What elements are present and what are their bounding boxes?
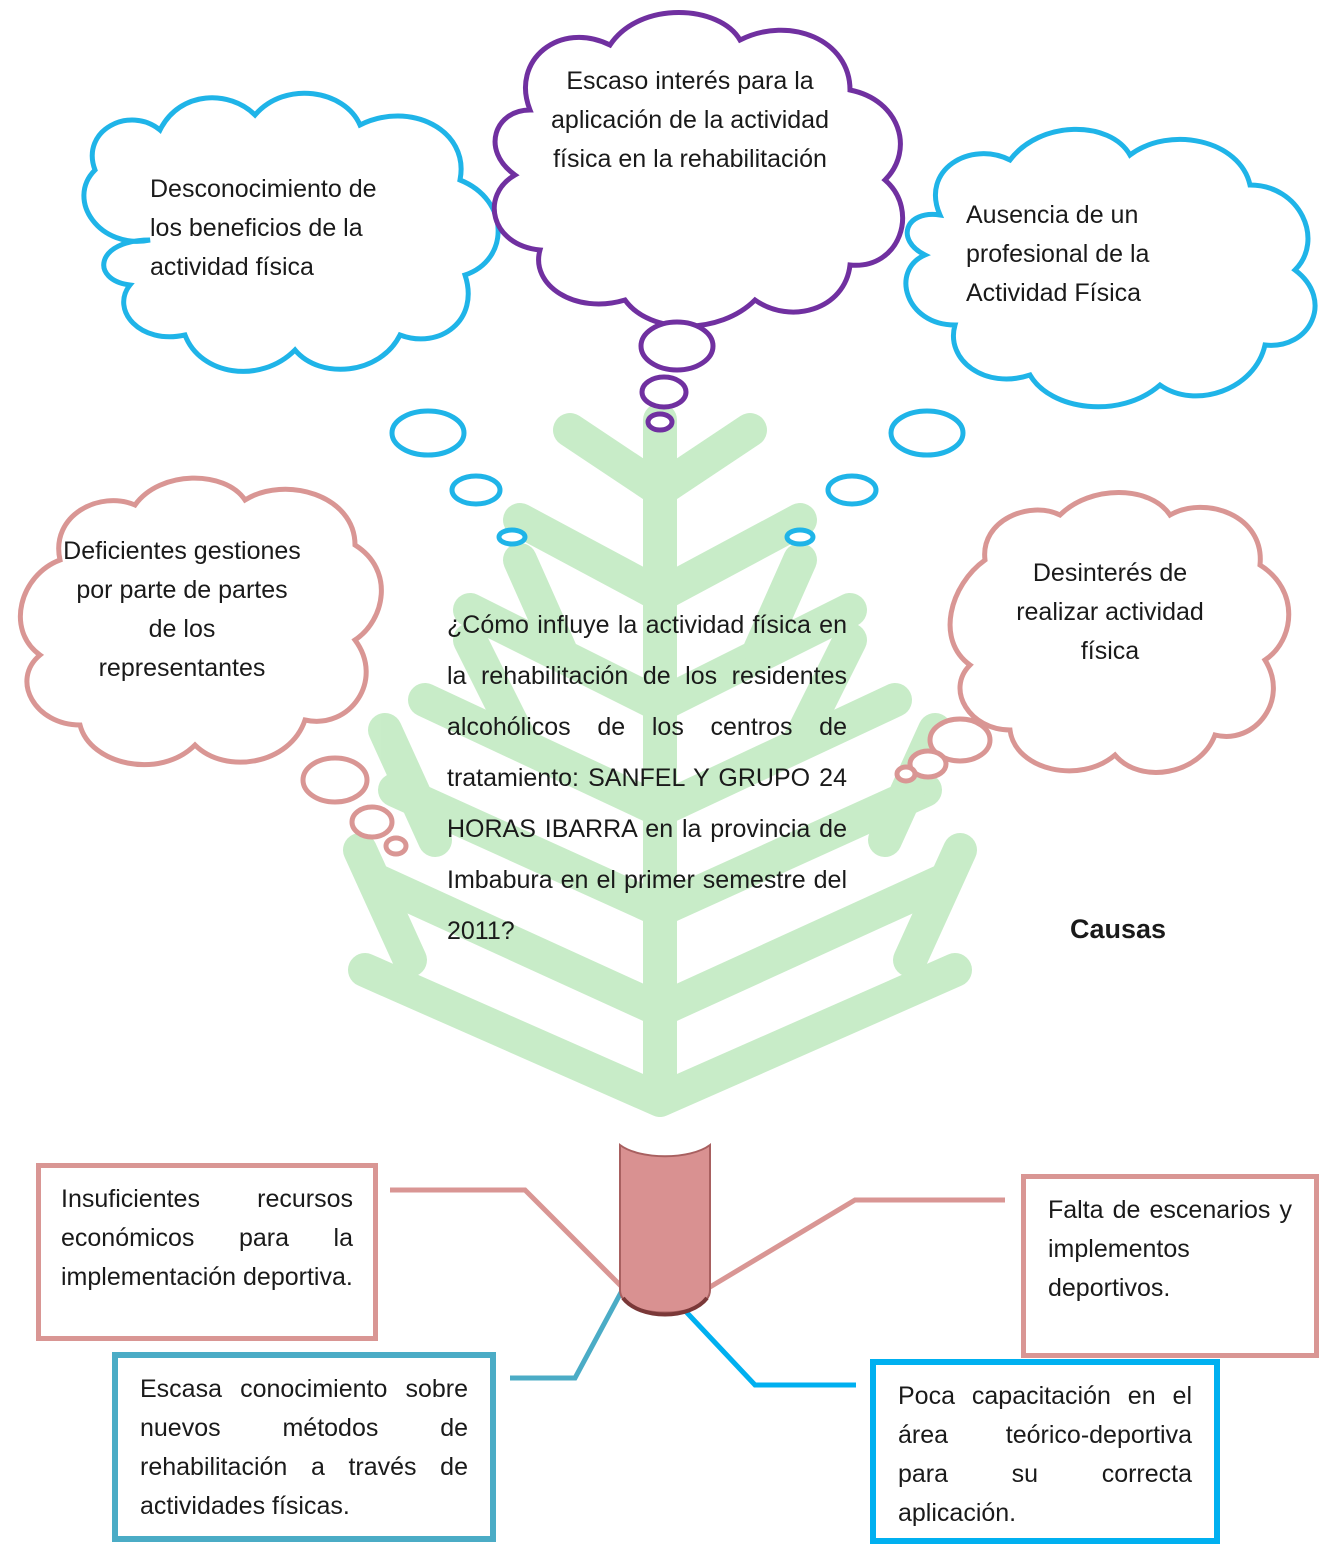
cloud-left-top-text: Desconocimiento de los beneficios de la … bbox=[150, 175, 377, 281]
box-bottom-right: Poca capacitación en el área teórico-dep… bbox=[870, 1359, 1220, 1544]
cloud-right-mid-text: Desinterés de realizar actividad física bbox=[1016, 559, 1204, 665]
box-top-right: Falta de escenarios y implementos deport… bbox=[1021, 1174, 1319, 1358]
box-bottom-right-text: Poca capacitación en el área teórico-dep… bbox=[898, 1382, 1192, 1527]
cloud-right-top-text: Ausencia de un profesional de la Activid… bbox=[966, 201, 1150, 307]
tree-icon bbox=[343, 403, 977, 1117]
cloud-right-top bbox=[784, 126, 1318, 547]
cloud-left-mid bbox=[17, 475, 409, 857]
box-bottom-left-text: Escasa conocimiento sobre nuevos métodos… bbox=[140, 1375, 468, 1520]
cloud-right-mid bbox=[894, 490, 1292, 784]
connector-lines bbox=[390, 1187, 1005, 1388]
box-bottom-left: Escasa conocimiento sobre nuevos métodos… bbox=[112, 1352, 496, 1542]
causes-label: Causas bbox=[1070, 914, 1167, 944]
trunk-icon bbox=[619, 1143, 711, 1317]
cloud-center-top bbox=[491, 10, 905, 433]
cloud-left-top bbox=[81, 90, 528, 547]
box-top-left-text: Insuficientes recursos económicos para l… bbox=[61, 1185, 353, 1291]
box-top-left: Insuficientes recursos económicos para l… bbox=[36, 1163, 378, 1341]
central-question: ¿Cómo influye la actividad física en la … bbox=[447, 611, 847, 945]
box-top-right-text: Falta de escenarios y implementos deport… bbox=[1048, 1196, 1292, 1302]
cloud-left-mid-text: Deficientes gestiones por parte de parte… bbox=[63, 537, 301, 682]
cloud-center-top-text: Escaso interés para la aplicación de la … bbox=[551, 67, 829, 173]
